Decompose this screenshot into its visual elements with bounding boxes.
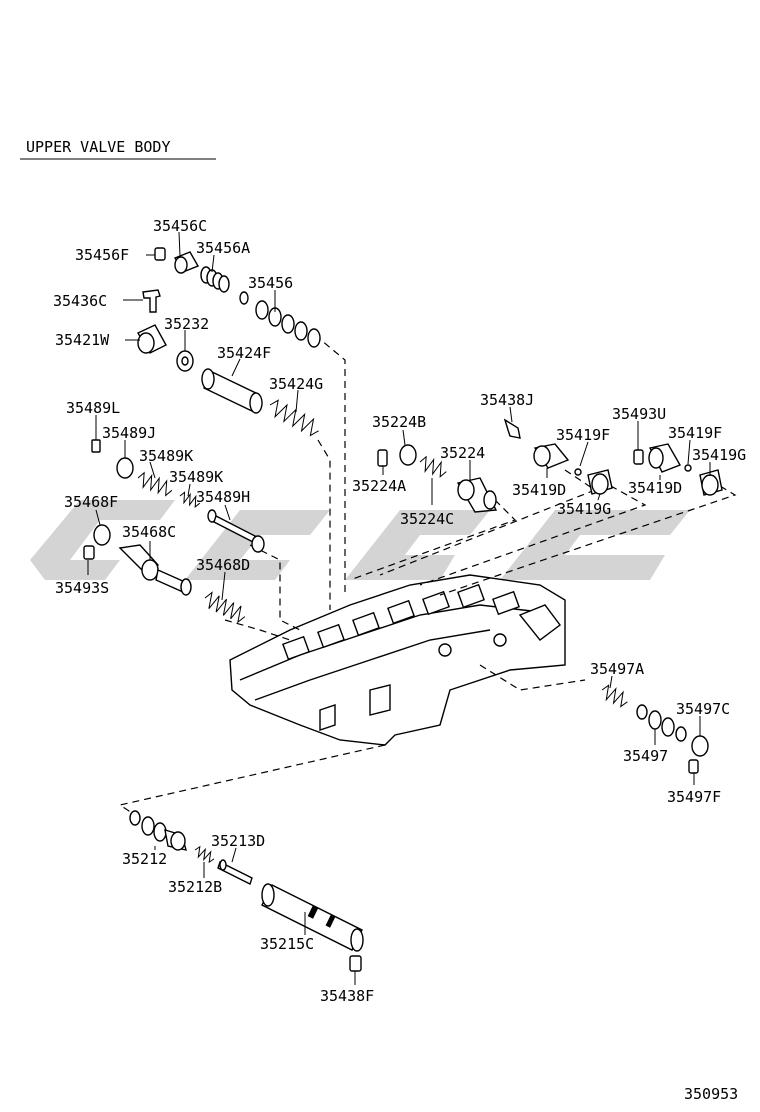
diagram-number: 350953: [684, 1085, 738, 1103]
label-35438F: 35438F: [320, 987, 374, 1005]
label-35497C: 35497C: [676, 700, 730, 718]
part-35212B: [194, 845, 215, 864]
label-35438J: 35438J: [480, 391, 534, 409]
leader-lines: [87, 231, 711, 985]
part-35224C: [456, 477, 498, 513]
part-35419G-right: [699, 469, 723, 496]
part-35489J: [116, 457, 134, 479]
part-35232: [176, 350, 194, 372]
label-35213D: 35213D: [211, 832, 265, 850]
label-35497F: 35497F: [667, 788, 721, 806]
label-35419F-2: 35419F: [668, 424, 722, 442]
part-35489L: [91, 439, 101, 453]
label-35424G: 35424G: [269, 375, 323, 393]
part-35456F: [154, 247, 166, 261]
part-35424G: [269, 399, 319, 437]
diagram-title: UPPER VALVE BODY: [26, 138, 171, 156]
label-35421W: 35421W: [55, 331, 110, 349]
part-35468D: [204, 591, 246, 624]
part-35497: [636, 704, 687, 742]
part-35419D-left: [533, 443, 570, 469]
label-35456: 35456: [248, 274, 293, 292]
part-35224-spring: [419, 455, 447, 478]
label-35436C: 35436C: [53, 292, 107, 310]
part-35489H: [207, 509, 265, 553]
part-35438F: [349, 955, 362, 972]
valve-body-casting: [229, 574, 566, 746]
part-35419F-right: [684, 464, 692, 472]
label-35424F: 35424F: [217, 344, 271, 362]
part-35489K-spring: [137, 471, 173, 497]
label-35489K-1: 35489K: [139, 447, 193, 465]
part-35493S: [83, 545, 95, 560]
label-35493U: 35493U: [612, 405, 666, 423]
part-35456A: [200, 266, 230, 293]
label-35224A: 35224A: [352, 477, 406, 495]
part-35489K-small: [179, 491, 201, 508]
label-35489K-2: 35489K: [169, 468, 223, 486]
label-35493S: 35493S: [55, 579, 109, 597]
part-35493U: [633, 449, 644, 465]
part-35419D-right: [648, 443, 682, 473]
label-35212B: 35212B: [168, 878, 222, 896]
part-35436C: [142, 289, 161, 313]
label-35419D-1: 35419D: [512, 481, 566, 499]
label-35419D-2: 35419D: [628, 479, 682, 497]
part-35212: [129, 810, 187, 851]
label-35468C: 35468C: [122, 523, 176, 541]
label-35215C: 35215C: [260, 935, 314, 953]
part-35224A: [377, 449, 388, 467]
label-35212: 35212: [122, 850, 167, 868]
part-35497F: [688, 759, 699, 774]
label-35497A: 35497A: [590, 660, 644, 678]
part-35468F: [93, 524, 111, 546]
part-35419G-left: [587, 469, 613, 495]
label-35497: 35497: [623, 747, 668, 765]
label-35456F: 35456F: [75, 246, 129, 264]
label-35419G-1: 35419G: [557, 500, 611, 518]
label-35232: 35232: [164, 315, 209, 333]
part-35419F-left: [574, 468, 582, 476]
part-labels: 35456C 35456F 35456A 35456 35436C 35421W…: [53, 217, 746, 1103]
part-35424F: [201, 368, 263, 414]
part-35215C: [261, 883, 364, 952]
part-35456C: [173, 251, 200, 274]
label-35456A: 35456A: [196, 239, 250, 257]
label-35224C: 35224C: [400, 510, 454, 528]
label-35468F: 35468F: [64, 493, 118, 511]
label-35468D: 35468D: [196, 556, 250, 574]
part-35213D: [217, 859, 253, 885]
part-35456: [239, 291, 321, 348]
part-35438J: [503, 418, 521, 439]
part-35497A: [601, 684, 628, 708]
part-35468C: [118, 544, 192, 596]
label-35419F-1: 35419F: [556, 426, 610, 444]
label-35419G-2: 35419G: [692, 446, 746, 464]
part-35497C: [691, 735, 709, 757]
label-35489L: 35489L: [66, 399, 120, 417]
label-35489J: 35489J: [102, 424, 156, 442]
label-35224B: 35224B: [372, 413, 426, 431]
label-35456C: 35456C: [153, 217, 207, 235]
part-35421W: [137, 324, 167, 354]
part-35224B: [399, 444, 417, 466]
watermark-logo: [30, 500, 690, 580]
label-35489H: 35489H: [196, 488, 250, 506]
label-35224: 35224: [440, 444, 485, 462]
